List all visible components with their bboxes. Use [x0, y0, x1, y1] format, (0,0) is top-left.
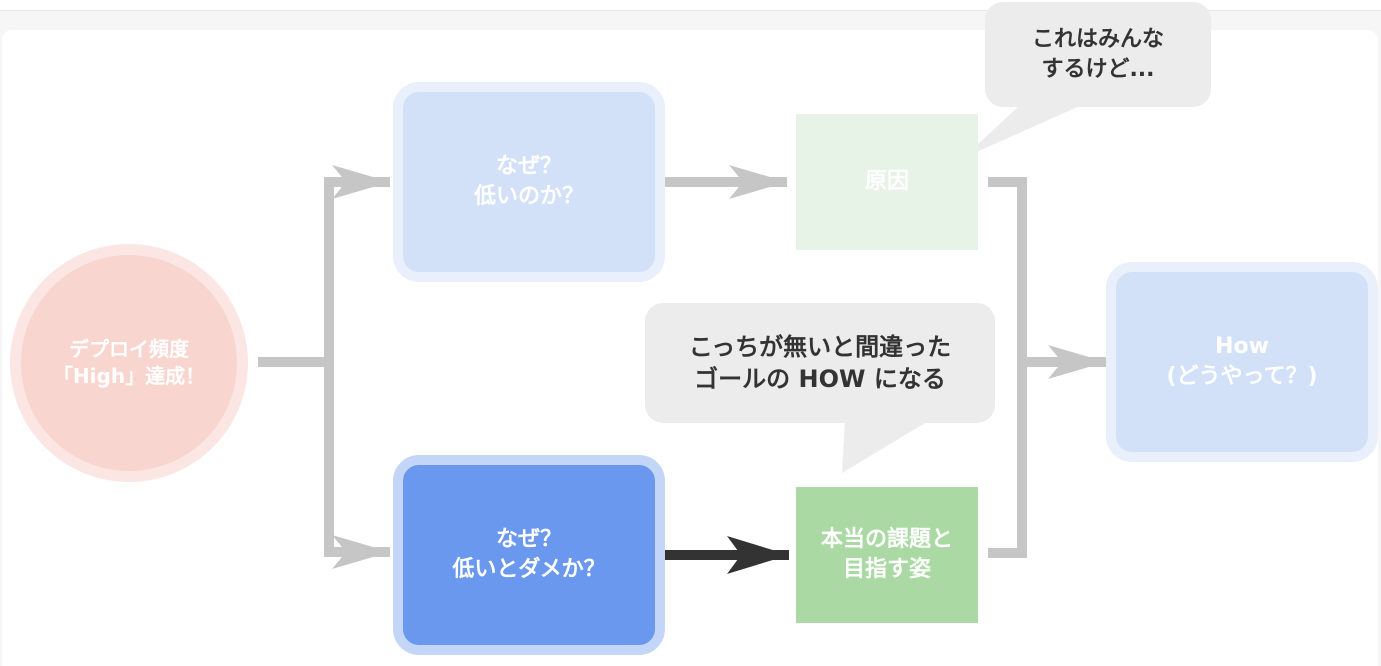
start-node[interactable]: デプロイ頻度 「High」達成！ [10, 244, 248, 482]
callout-goal-how-text: こっちが無いと間違った ゴールの HOW になる [688, 332, 952, 393]
top-toolbar-strip [0, 0, 1381, 11]
true-issue-label: 本当の課題と 目指す姿 [820, 527, 953, 582]
callout-goal-how: こっちが無いと間違った ゴールの HOW になる [645, 303, 995, 423]
why-bad-label: なぜ？ 低いとダメか？ [452, 527, 606, 582]
how-node[interactable]: How (どうやって？) [1106, 262, 1378, 462]
why-low-label: なぜ？ 低いのか？ [473, 154, 584, 209]
true-issue-node[interactable]: 本当の課題と 目指す姿 [796, 487, 978, 623]
callout-everyone-tail [963, 105, 1082, 158]
connector-start-split [258, 165, 390, 569]
why-low-node[interactable]: なぜ？ 低いのか？ [393, 82, 665, 282]
connector-merge-to-how [988, 177, 1106, 558]
callout-everyone-text: これはみんな するけど... [1031, 26, 1164, 82]
start-node-label: デプロイ頻度 「High」達成！ [52, 337, 206, 388]
callout-everyone: これはみんな するけど... [985, 2, 1211, 107]
why-bad-node[interactable]: なぜ？ 低いとダメか？ [393, 455, 665, 655]
cause-node[interactable]: 原因 [796, 114, 978, 250]
how-label: How (どうやって？) [1166, 334, 1318, 389]
callout-goal-how-tail [842, 420, 930, 473]
cause-label: 原因 [864, 169, 909, 195]
